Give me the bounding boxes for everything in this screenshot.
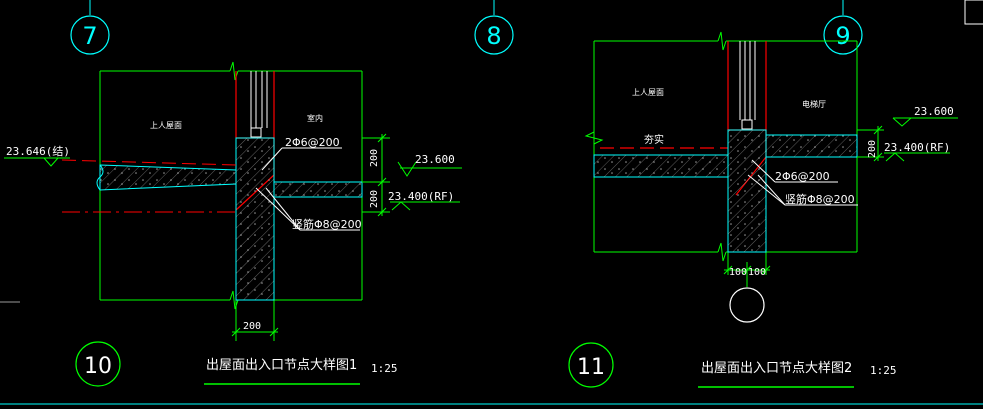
detail-1-rebar-leaders — [255, 147, 360, 231]
detail-1-level-line — [61, 159, 237, 166]
detail-1-elevation-upper-text: 23.600 — [415, 153, 455, 166]
detail-2-dimensions-right — [857, 125, 884, 162]
detail-2-rebar-leaders — [747, 159, 858, 206]
detail-2-roof-label: 上人屋面 — [632, 88, 664, 97]
detail-2-axis-bubble-bottom — [729, 287, 765, 323]
axis-bubble-7: 7 — [70, 0, 110, 55]
detail-2-number: 11 — [577, 355, 605, 380]
detail-2-dim-200: 200 — [867, 140, 878, 158]
detail-1-door-frame — [250, 71, 268, 138]
detail-2-elevation-upper-text: 23.600 — [914, 105, 954, 118]
detail-2-elevation-rf-text: 23.400(RF) — [884, 141, 950, 154]
viewport-corner-box — [964, 0, 983, 25]
detail-1-frame — [99, 61, 363, 341]
detail-1-dim-200-b: 200 — [369, 190, 380, 208]
detail-1: 上人屋面 室内 23.646(结) 200 200 23.600 — [4, 61, 462, 387]
detail-2-elevation-rf: 23.400(RF) — [884, 141, 950, 162]
detail-2-number-bubble — [568, 342, 614, 388]
detail-2-scale: 1:25 — [870, 364, 897, 377]
detail-1-dim-bottom: 200 — [243, 321, 261, 332]
detail-2-rebar-label-2: 竖筋Φ8@200 — [785, 192, 855, 206]
detail-1-dim-200-a: 200 — [369, 149, 380, 167]
detail-1-number: 10 — [84, 354, 112, 379]
detail-2-door-frame — [739, 41, 756, 130]
detail-1-rebar-label-2: 竖筋Φ8@200 — [292, 217, 362, 231]
detail-1-number-bubble — [75, 341, 121, 387]
detail-2-room-label: 电梯厅 — [802, 99, 826, 109]
detail-2-fill-label: 夯实 — [644, 133, 664, 146]
axis-label-8: 8 — [486, 22, 501, 50]
detail-1-elevation-rf-text: 23.400(RF) — [388, 190, 454, 203]
detail-1-roof-label: 上人屋面 — [150, 121, 182, 130]
detail-1-elevation-upper: 23.600 — [397, 153, 462, 177]
detail-1-scale: 1:25 — [371, 362, 398, 375]
detail-2-dim-100-b: 100 — [748, 267, 766, 278]
axis-bubble-9: 9 — [823, 0, 863, 55]
detail-1-elevation-left: 23.646(结) — [4, 145, 70, 167]
detail-2-rebar-label-1: 2Φ6@200 — [775, 170, 830, 183]
axis-label-7: 7 — [82, 22, 97, 50]
detail-1-room-label: 室内 — [307, 113, 323, 123]
detail-1-dimension-bottom — [231, 327, 279, 337]
detail-2-elevation-upper: 23.600 — [892, 105, 958, 127]
detail-2-title: 出屋面出入口节点大样图2 — [701, 361, 852, 376]
detail-2-dimension-bottom — [723, 262, 771, 287]
detail-1-elevation-rf: 23.400(RF) — [388, 190, 460, 211]
detail-1-elevation-left-text: 23.646(结) — [6, 145, 70, 158]
detail-2: 上人屋面 电梯厅 夯实 200 23.600 23.400(RF) — [568, 31, 958, 388]
detail-1-dimensions-right — [362, 133, 390, 217]
detail-2-dim-100-a: 100 — [729, 267, 747, 278]
detail-1-title: 出屋面出入口节点大样图1 — [206, 358, 357, 373]
detail-1-rebar-label-1: 2Φ6@200 — [285, 136, 340, 149]
axis-label-9: 9 — [835, 22, 850, 50]
axis-bubble-8: 8 — [474, 0, 514, 55]
